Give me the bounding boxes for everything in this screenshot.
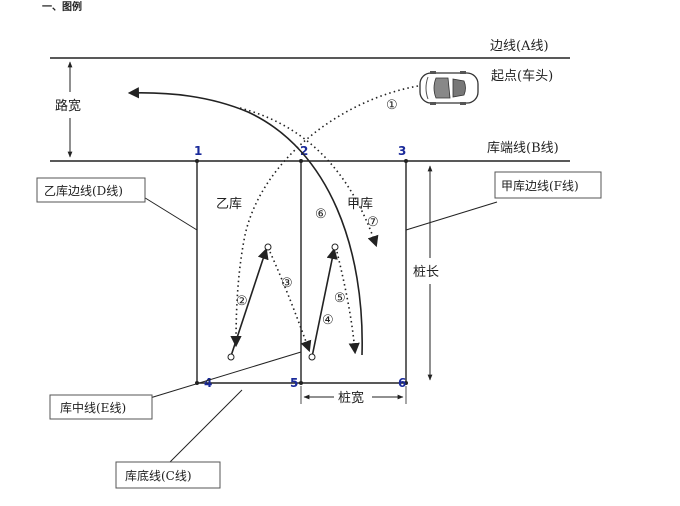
callout-c-leader [169,389,243,463]
point-6-marker [404,381,408,385]
callout-e-leader [149,351,302,399]
edge-line-a-label: 边线(A线) [490,39,549,54]
car-icon [419,71,479,105]
step-2-label: ② [236,294,248,309]
garage-jia-label: 甲库 [347,196,373,212]
step-1-label: ① [386,98,398,113]
path-step-7 [239,107,379,248]
path-step-2 [230,247,269,357]
point-3-marker [404,159,408,163]
callout-d-text: 乙库边线(D线) [44,183,123,198]
step-5-label: ⑤ [334,291,346,306]
path-step-2-end [264,243,272,251]
path-step-4-end [331,243,339,251]
point-5-marker [299,381,303,385]
callout-f-text: 甲库边线(F线) [501,178,579,193]
path-step-3 [269,251,312,353]
callout-e-box [49,394,153,420]
step-3-label: ③ [281,276,293,291]
end-line-b-label: 库端线(B线) [487,140,559,156]
point-1-marker [195,159,199,163]
road-width-label: 路宽 [55,98,81,114]
callout-c-box [115,461,221,489]
point-1-label: 1 [194,144,202,158]
path-step-4-start [308,353,316,361]
point-6-label: 6 [398,376,406,390]
point-5-label: 5 [290,376,298,390]
start-point-label: 起点(车头) [491,68,553,84]
header-title: 一、图例 [42,0,82,13]
callout-d-box [36,177,146,203]
point-4-label: 4 [204,376,212,390]
garage-yi-label: 乙库 [216,196,242,212]
point-2-marker [299,159,303,163]
callout-f-leader [405,201,498,231]
point-2-label: 2 [300,144,308,158]
path-step-5 [336,251,360,355]
callout-e-text: 库中线(E线) [60,400,126,415]
step-6-label: ⑥ [315,207,327,222]
path-step-2-start [227,353,235,361]
callout-f-box [494,171,602,199]
callout-c-text: 库底线(C线) [125,468,192,483]
path-exit-arc [127,87,363,356]
point-3-label: 3 [398,144,406,158]
callout-d-leader [141,195,198,231]
path-step-4 [311,247,338,358]
pile-width-label: 桩宽 [338,390,364,406]
path-step-1 [230,85,419,348]
pile-length-label: 桩长 [413,265,439,280]
step-7-label: ⑦ [367,215,379,230]
step-4-label: ④ [322,313,334,328]
